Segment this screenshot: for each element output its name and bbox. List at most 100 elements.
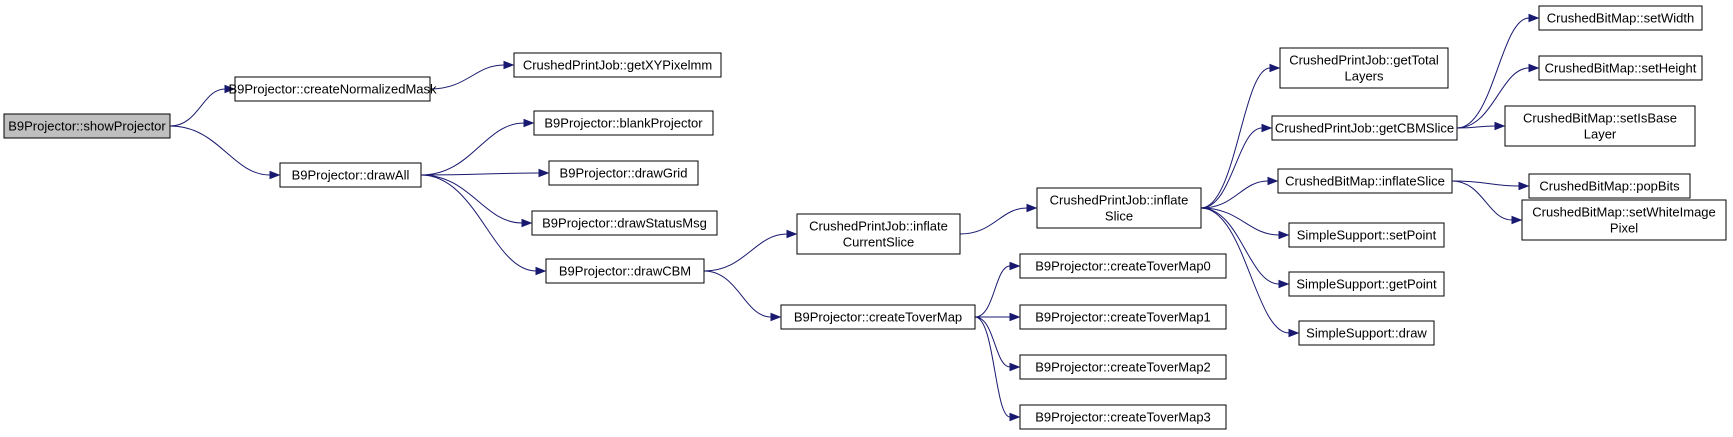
node-box bbox=[548, 160, 699, 186]
node-box bbox=[1298, 320, 1435, 346]
edge-inflate-slice-to-set-point bbox=[1200, 207, 1280, 236]
node-label: CurrentSlice bbox=[843, 235, 915, 250]
node-label: B9Projector::drawStatusMsg bbox=[542, 216, 707, 231]
edge-draw-cbm-to-inflate-current-slice bbox=[703, 233, 788, 272]
node-label: SimpleSupport::getPoint bbox=[1296, 277, 1437, 292]
node-create-tover-map1[interactable]: B9Projector::createToverMap1 bbox=[1019, 304, 1227, 330]
arrow-head bbox=[1269, 63, 1281, 73]
edge-create-tover-map-to-create-tover-map2 bbox=[974, 316, 1011, 368]
node-draw-status-msg[interactable]: B9Projector::drawStatusMsg bbox=[531, 210, 718, 236]
arrow-head bbox=[538, 168, 550, 178]
arrow-head bbox=[523, 118, 535, 128]
node-box bbox=[1271, 115, 1458, 141]
node-get-xypixelmm[interactable]: CrushedPrintJob::getXYPixelmm bbox=[513, 52, 722, 78]
node-box bbox=[1277, 168, 1453, 194]
arrow-head bbox=[269, 170, 281, 180]
node-create-tover-map2[interactable]: B9Projector::createToverMap2 bbox=[1019, 354, 1227, 380]
arrow-head bbox=[224, 84, 236, 94]
node-box bbox=[513, 52, 722, 78]
node-create-tover-map0[interactable]: B9Projector::createToverMap0 bbox=[1019, 253, 1227, 279]
node-label: B9Projector::createToverMap2 bbox=[1035, 360, 1211, 375]
node-show-projector[interactable]: B9Projector::showProjector bbox=[3, 113, 171, 139]
node-label: CrushedBitMap::setWhiteImage bbox=[1532, 205, 1716, 220]
edges-layer bbox=[169, 13, 1540, 422]
edge-get-cbmslice-to-set-is-base-layer bbox=[1456, 125, 1496, 129]
node-label: CrushedPrintJob::inflate bbox=[809, 219, 948, 234]
arrow-head bbox=[1528, 13, 1540, 23]
node-create-tover-map[interactable]: B9Projector::createToverMap bbox=[780, 304, 976, 330]
edge-show-projector-to-draw-all bbox=[169, 125, 271, 176]
node-box bbox=[234, 76, 431, 102]
node-create-tover-map3[interactable]: B9Projector::createToverMap3 bbox=[1019, 404, 1227, 430]
node-box bbox=[1279, 47, 1449, 89]
arrow-head bbox=[770, 312, 782, 322]
edge-create-tover-map-to-create-tover-map3 bbox=[974, 316, 1011, 418]
arrow-head bbox=[1009, 312, 1021, 322]
edge-inflate-slice-to-get-point bbox=[1200, 207, 1280, 285]
arrow-head bbox=[1267, 176, 1279, 186]
node-label: B9Projector::drawAll bbox=[292, 168, 410, 183]
node-set-point[interactable]: SimpleSupport::setPoint bbox=[1288, 222, 1445, 248]
arrow-head bbox=[1009, 412, 1021, 422]
node-box bbox=[1528, 173, 1691, 199]
edge-cbm-inflate-slice-to-pop-bits bbox=[1451, 180, 1520, 187]
node-box bbox=[1288, 271, 1445, 297]
arrow-head bbox=[535, 266, 547, 276]
node-box bbox=[1019, 304, 1227, 330]
arrow-head bbox=[521, 218, 533, 228]
node-box bbox=[531, 210, 718, 236]
node-draw-grid[interactable]: B9Projector::drawGrid bbox=[548, 160, 699, 186]
node-box bbox=[545, 258, 705, 284]
node-box bbox=[533, 110, 714, 136]
node-draw-all[interactable]: B9Projector::drawAll bbox=[279, 162, 422, 188]
node-blank-projector[interactable]: B9Projector::blankProjector bbox=[533, 110, 714, 136]
edge-get-cbmslice-to-set-width bbox=[1456, 17, 1530, 129]
node-set-width[interactable]: CrushedBitMap::setWidth bbox=[1538, 5, 1703, 31]
node-create-normalized-mask[interactable]: B9Projector::createNormalizedMask bbox=[228, 76, 437, 102]
node-draw[interactable]: SimpleSupport::draw bbox=[1298, 320, 1435, 346]
node-label: CrushedBitMap::setHeight bbox=[1545, 61, 1697, 76]
node-box bbox=[1019, 253, 1227, 279]
node-box bbox=[1504, 105, 1696, 147]
node-label: CrushedBitMap::setWidth bbox=[1547, 11, 1694, 26]
node-box bbox=[1019, 404, 1227, 430]
node-label: Pixel bbox=[1610, 221, 1638, 236]
node-label: B9Projector::createToverMap1 bbox=[1035, 310, 1211, 325]
node-label: CrushedBitMap::inflateSlice bbox=[1285, 174, 1445, 189]
node-pop-bits[interactable]: CrushedBitMap::popBits bbox=[1528, 173, 1691, 199]
node-label: SimpleSupport::draw bbox=[1306, 326, 1427, 341]
node-box bbox=[796, 213, 961, 255]
node-label: CrushedPrintJob::inflate bbox=[1050, 193, 1189, 208]
arrow-head bbox=[1261, 123, 1273, 133]
arrow-head bbox=[1518, 181, 1530, 191]
arrow-head bbox=[1528, 63, 1540, 73]
node-get-point[interactable]: SimpleSupport::getPoint bbox=[1288, 271, 1445, 297]
node-cbm-inflate-slice[interactable]: CrushedBitMap::inflateSlice bbox=[1277, 168, 1453, 194]
node-get-cbmslice[interactable]: CrushedPrintJob::getCBMSlice bbox=[1271, 115, 1458, 141]
node-box bbox=[1538, 55, 1703, 81]
node-label: B9Projector::createToverMap bbox=[794, 310, 962, 325]
node-label: CrushedBitMap::popBits bbox=[1539, 179, 1680, 194]
node-box bbox=[780, 304, 976, 330]
edge-create-normalized-mask-to-get-xypixelmm bbox=[429, 64, 505, 90]
node-label: Slice bbox=[1105, 209, 1133, 224]
edge-inflate-slice-to-get-cbmslice bbox=[1200, 127, 1263, 209]
node-label: CrushedPrintJob::getCBMSlice bbox=[1275, 121, 1454, 136]
node-box bbox=[1521, 199, 1727, 241]
arrow-head bbox=[786, 229, 798, 239]
node-label: B9Projector::showProjector bbox=[8, 119, 166, 134]
arrow-head bbox=[1511, 215, 1523, 225]
node-label: B9Projector::createToverMap0 bbox=[1035, 259, 1211, 274]
edge-inflate-current-slice-to-inflate-slice bbox=[959, 207, 1028, 235]
node-draw-cbm[interactable]: B9Projector::drawCBM bbox=[545, 258, 705, 284]
edge-draw-all-to-blank-projector bbox=[420, 122, 525, 176]
edge-draw-all-to-draw-status-msg bbox=[420, 174, 523, 224]
node-box bbox=[1036, 187, 1202, 229]
node-set-height[interactable]: CrushedBitMap::setHeight bbox=[1538, 55, 1703, 81]
node-inflate-slice[interactable]: CrushedPrintJob::inflateSlice bbox=[1036, 187, 1202, 229]
